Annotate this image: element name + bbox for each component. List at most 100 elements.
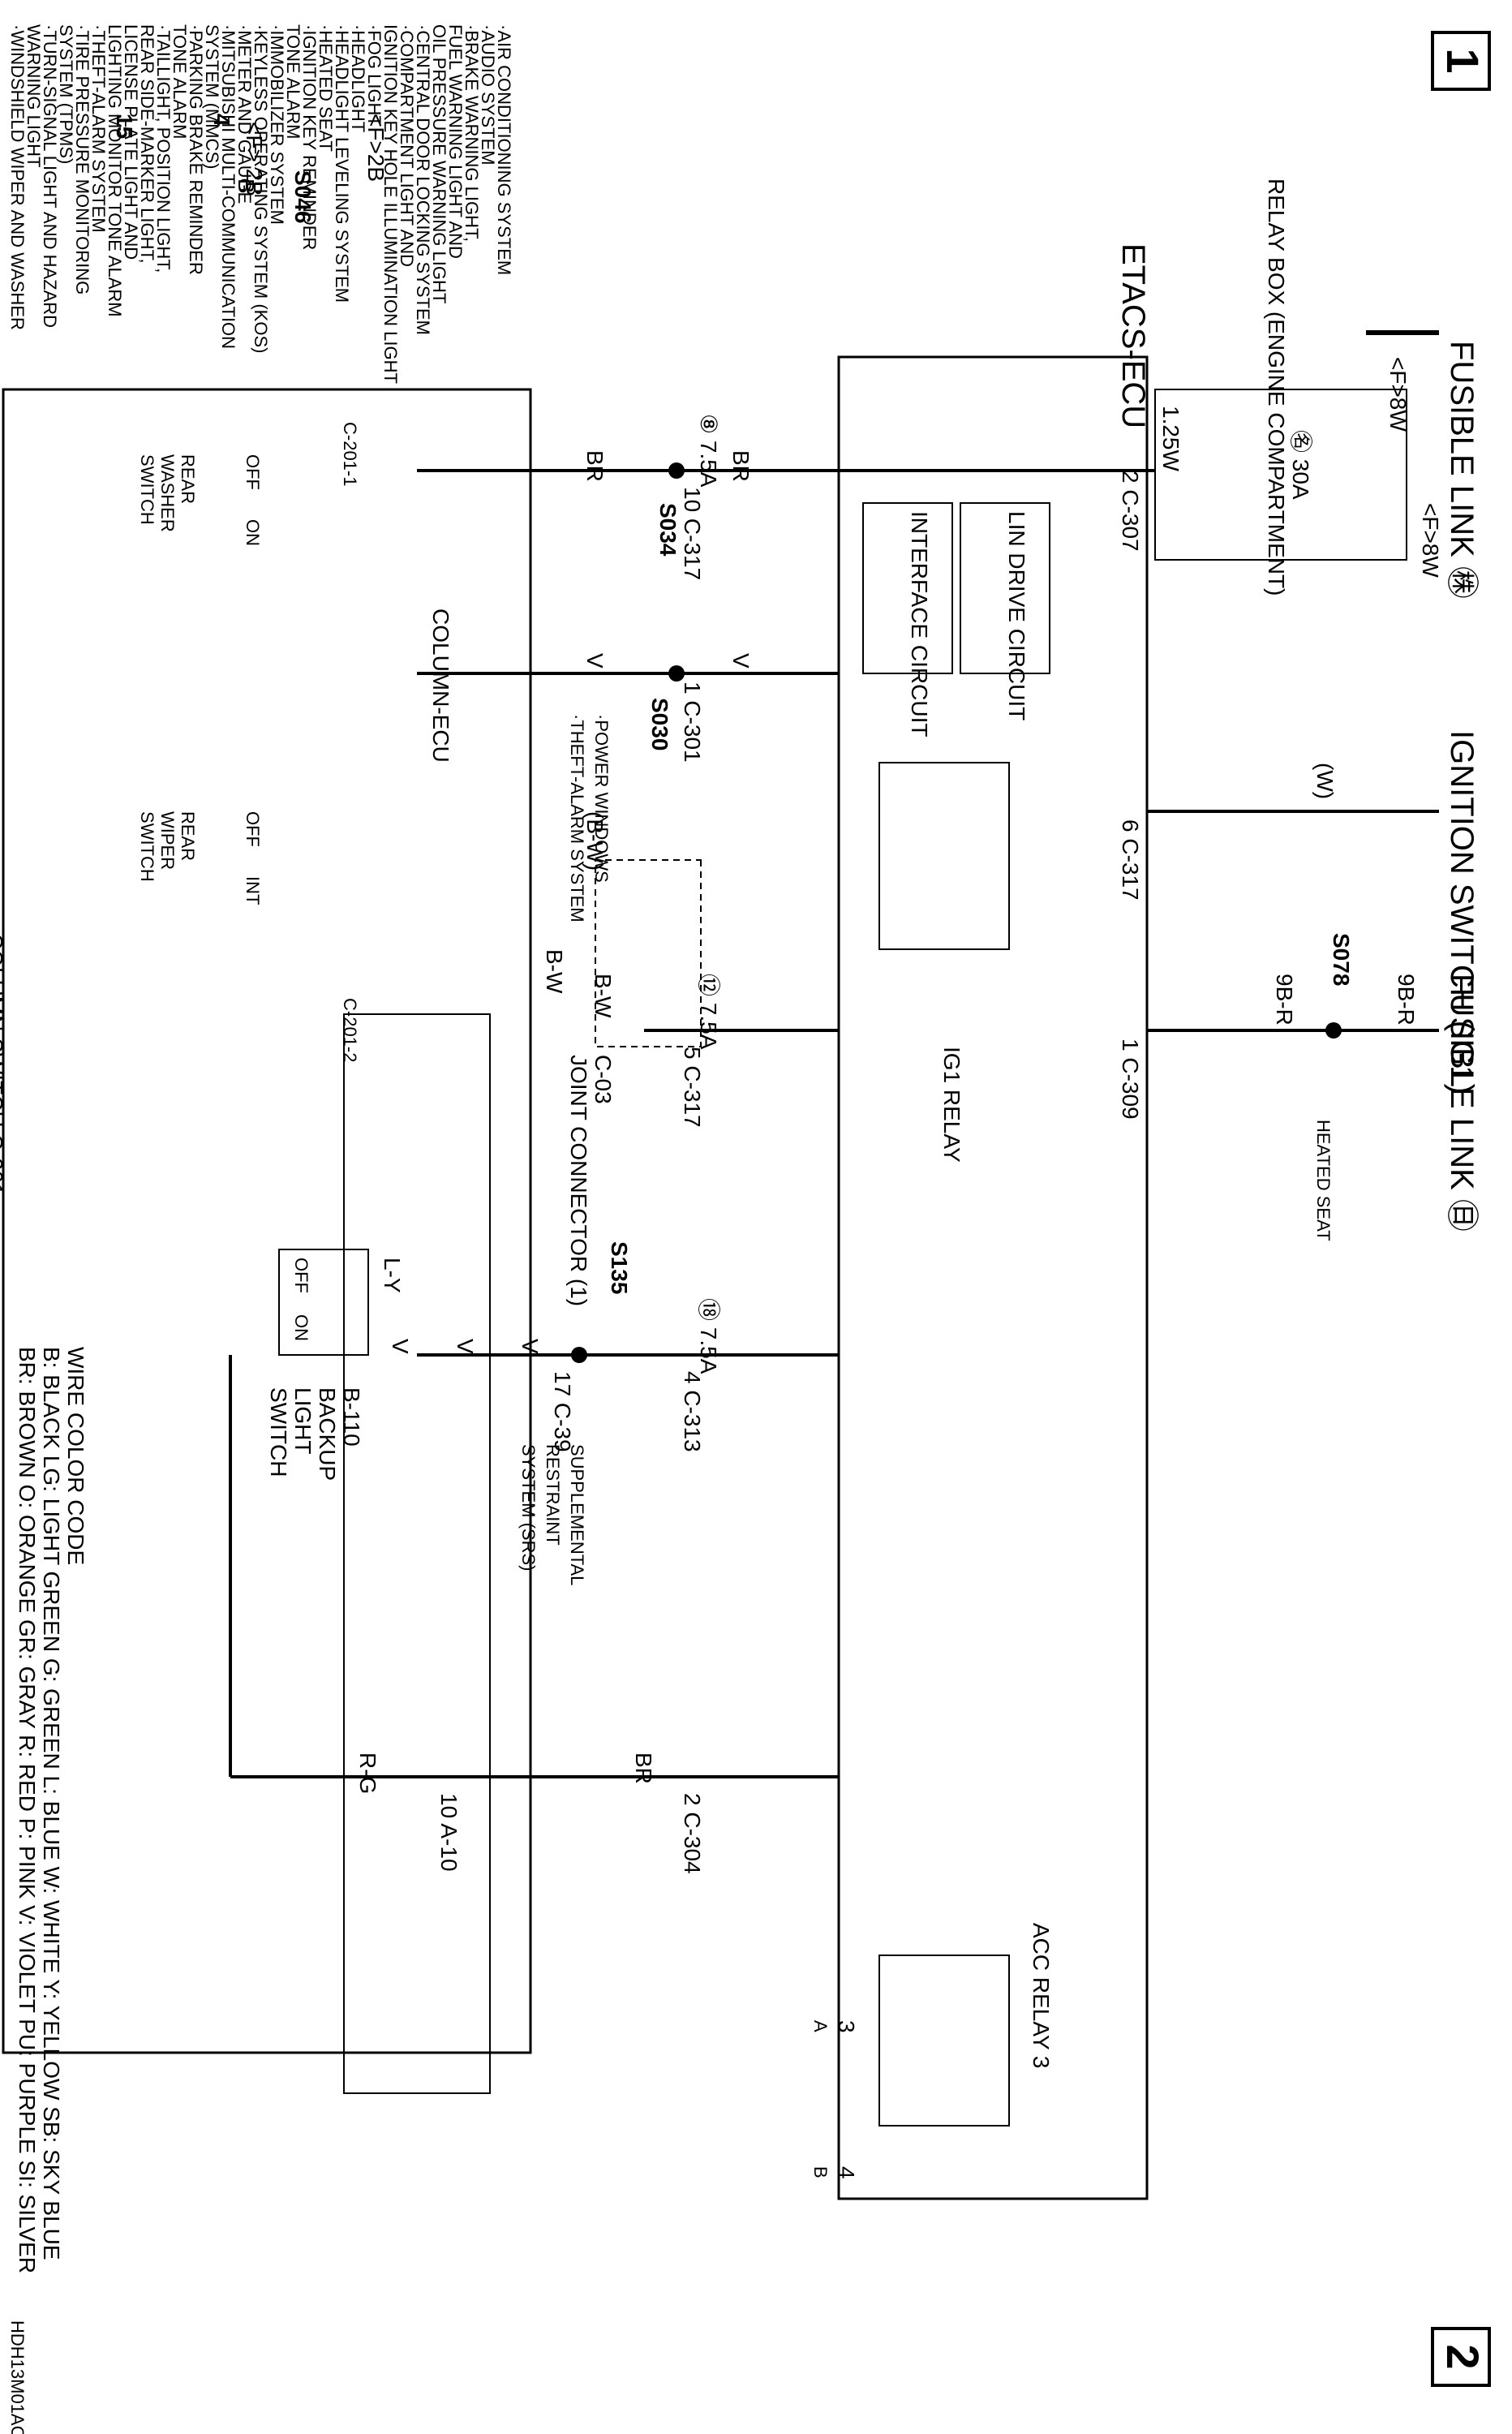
- system-item: WARNING LIGHT: [24, 24, 44, 167]
- fuse-30: ㊔ 30A: [1288, 430, 1313, 500]
- backup-on: ON: [291, 1314, 311, 1341]
- wire-9b-r-1: 9B-R: [1394, 974, 1419, 1026]
- fusible-link-34: FUSIBLE LINK ㊐: [1444, 974, 1480, 1232]
- etacs-ecu-box: [837, 355, 1149, 2200]
- splice-s135: S135: [607, 1241, 632, 1294]
- rear-washer-2: WASHER: [157, 454, 178, 532]
- splice-s034: S034: [655, 503, 681, 557]
- f8w-a: <F>8W: [1385, 357, 1411, 432]
- system-item: ·HEADLIGHT LEVELING SYSTEM: [332, 24, 352, 303]
- f2b-b: <F> 2B: [242, 122, 267, 196]
- wire-1-25w: 1.25W: [1158, 406, 1183, 471]
- conn-a10: 10 A-10: [436, 1793, 462, 1872]
- wire-v-2: V: [582, 653, 608, 669]
- ground-15: 15: [112, 114, 137, 139]
- wire-v-1: V: [728, 653, 754, 669]
- fuse-8: ⑧ 7.5A: [696, 414, 721, 488]
- wire-bw-1: B-W: [591, 974, 616, 1018]
- ig1-relay-label: IG1 RELAY: [939, 1047, 964, 1163]
- system-item: ·MITSUBISHI MULTI-COMMUNICATION: [218, 24, 238, 349]
- acc-ground-3: 3: [834, 2020, 859, 2033]
- wire-v-4: V: [453, 1339, 478, 1354]
- system-item: ·METER AND GAUGE: [234, 24, 255, 204]
- system-item: ·TURN-SIGNAL LIGHT AND HAZARD: [40, 24, 60, 328]
- page-number-bottom: 2: [1437, 2344, 1488, 2369]
- system-item: FUEL WARNING LIGHT AND: [445, 24, 466, 259]
- system-item: LICENSE PLATE LIGHT AND: [121, 24, 141, 260]
- s030-item-1: ·POWER WINDOWS: [591, 714, 612, 883]
- acc-ground-4: 4: [834, 2166, 859, 2179]
- system-item: SYSTEM (MMCS): [202, 24, 222, 169]
- rear-wiper-2: WIPER: [157, 811, 178, 870]
- fuse-12: ⑫ 7.5A: [696, 974, 721, 1050]
- conn-c301: 1 C-301: [680, 682, 705, 763]
- wire-9b-r-2: 9B-R: [1272, 974, 1297, 1026]
- conn-c03: C-03: [591, 1055, 616, 1104]
- relay-box-label: RELAY BOX (ENGINE COMPARTMENT): [1264, 178, 1289, 596]
- system-item: ·FOG LIGHT: [364, 24, 384, 127]
- srs-1: SUPPLEMENTAL: [567, 1444, 587, 1585]
- srs-3: SYSTEM (SRS): [518, 1444, 539, 1571]
- system-item: ·BRAKE WARNING LIGHT,: [462, 24, 482, 242]
- s030-item-2: ·THEFT-ALARM SYSTEM: [567, 714, 587, 922]
- wire-r-g: R-G: [355, 1752, 380, 1794]
- wire-br-2: BR: [582, 450, 608, 482]
- heated-seat: HEATED SEAT: [1313, 1120, 1334, 1241]
- conn-c313: 4 C-313: [680, 1371, 705, 1452]
- system-item: TONE ALARM: [170, 24, 190, 139]
- washer-off: OFF: [243, 454, 263, 490]
- ignition-switch-label: IGNITION SWITCH (IG1): [1444, 730, 1480, 1094]
- system-item: ·AUDIO SYSTEM: [478, 24, 498, 166]
- column-switch-title: COLUMN SWITCH C-201: [0, 933, 7, 1196]
- conn-c309: 1 C-309: [1118, 1039, 1143, 1120]
- system-item: SYSTEM (TPMS): [56, 24, 76, 164]
- wire-l-y: L-Y: [380, 1258, 405, 1293]
- acc-ground-a: A: [810, 2020, 831, 2032]
- wire-b: B: [234, 178, 259, 194]
- wire-color-code-line1: B: BLACK LG: LIGHT GREEN G: GREEN L: BLU…: [39, 1347, 64, 2260]
- f8w-b: <F>8W: [1418, 503, 1443, 578]
- wire-color-code-line2: BR: BROWN O: ORANGE GR: GRAY R: RED P: P…: [15, 1347, 40, 2273]
- backup-label-1: BACKUP: [315, 1387, 340, 1481]
- system-item: ·IMMOBILIZER SYSTEM: [267, 24, 287, 225]
- conn-c201-2: C-201-2: [340, 998, 360, 1062]
- wire-br-3: BR: [631, 1752, 656, 1784]
- system-item: ·CENTRAL DOOR LOCKING SYSTEM: [413, 24, 433, 335]
- system-item: ·KEYLESS OPERATING SYSTEM (KOS): [251, 24, 271, 353]
- system-item: IGNITION KEY HOLE ILLUMINATION LIGHT: [380, 24, 401, 384]
- conn-c39: 17 C-39: [550, 1371, 575, 1452]
- system-item: ·HEADLIGHT: [348, 24, 368, 132]
- system-item: ·PARKING BRAKE REMINDER: [186, 24, 206, 275]
- splice-s046: S046: [290, 170, 316, 223]
- wire-w: (W): [1312, 763, 1338, 799]
- wire-bw-3: (B-W): [582, 811, 608, 871]
- wire-color-code-title: WIRE COLOR CODE: [63, 1347, 88, 1565]
- backup-off: OFF: [291, 1258, 311, 1293]
- interface-label: INTERFACE CIRCUIT: [907, 511, 932, 737]
- joint-connector: JOINT CONNECTOR (1): [566, 1055, 591, 1306]
- acc-ground-b: B: [810, 2166, 831, 2178]
- conn-b110: B-110: [339, 1387, 364, 1447]
- conn-c317-6: 6 C-317: [1118, 819, 1143, 901]
- rear-wiper-3: SWITCH: [137, 811, 157, 882]
- system-item: LIGHTING MONITOR TONE ALARM: [105, 24, 125, 317]
- systems-list: ·AIR CONDITIONING SYSTEM·AUDIO SYSTEM·BR…: [7, 24, 514, 384]
- wiper-int: INT: [243, 876, 263, 905]
- srs-2: RESTRAINT: [543, 1444, 563, 1546]
- wiper-off: OFF: [243, 811, 263, 847]
- f2b-a: <F>2B: [363, 114, 389, 182]
- system-item: ·THEFT-ALARM SYSTEM: [88, 24, 109, 233]
- wire-v-5: V: [388, 1339, 413, 1354]
- wire-bw-2: B-W: [542, 949, 567, 994]
- system-item: TONE ALARM: [283, 24, 303, 139]
- wire-br-1: BR: [728, 450, 754, 482]
- splice-s078: S078: [1329, 933, 1354, 986]
- system-item: OIL PRESSURE WARNING LIGHT: [429, 24, 449, 303]
- conn-c307: 2 C-307: [1118, 471, 1143, 552]
- etacs-ecu-label: ETACS-ECU: [1115, 243, 1151, 428]
- system-item: REAR SIDE-MARKER LIGHT,: [137, 24, 157, 264]
- conn-c304: 2 C-304: [680, 1793, 705, 1874]
- conn-c201-1: C-201-1: [340, 422, 360, 486]
- page-number-top: 1: [1437, 48, 1488, 73]
- rear-washer-3: SWITCH: [137, 454, 157, 525]
